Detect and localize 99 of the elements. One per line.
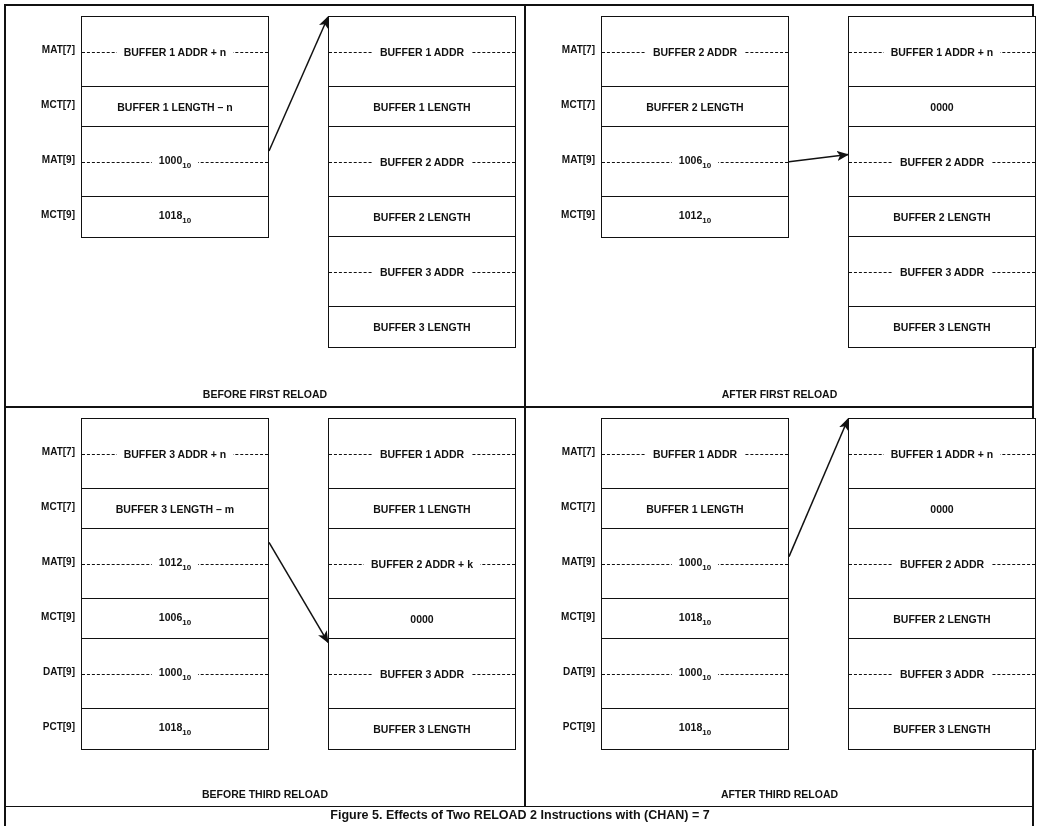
memory-cell bbox=[601, 528, 789, 600]
memory-cell bbox=[601, 418, 789, 490]
state-panel bbox=[525, 407, 1034, 807]
memory-cell bbox=[81, 638, 269, 710]
state-panel bbox=[5, 5, 525, 407]
cell-value: BUFFER 3 ADDR bbox=[892, 265, 992, 278]
memory-cell bbox=[848, 16, 1036, 88]
cell-value: BUFFER 1 ADDR bbox=[645, 447, 745, 460]
memory-cell bbox=[81, 418, 269, 490]
cell-value: BUFFER 3 ADDR bbox=[372, 667, 472, 680]
memory-cell bbox=[81, 598, 269, 640]
register-label: MAT[9] bbox=[40, 154, 75, 165]
memory-cell bbox=[848, 306, 1036, 348]
register-label: MCT[7] bbox=[560, 501, 595, 512]
cell-value: 1000$_{10}$ bbox=[151, 665, 199, 682]
memory-cell bbox=[81, 86, 269, 128]
memory-cell bbox=[328, 418, 516, 490]
register-label: MAT[7] bbox=[40, 446, 75, 457]
memory-cell bbox=[328, 708, 516, 750]
cell-value: BUFFER 2 ADDR + k bbox=[364, 557, 480, 570]
cell-value: BUFFER 2 ADDR bbox=[892, 557, 992, 570]
memory-cell bbox=[81, 708, 269, 750]
register-label: MAT[9] bbox=[560, 556, 595, 567]
memory-cell bbox=[601, 708, 789, 750]
register-label: MCT[7] bbox=[560, 99, 595, 110]
memory-cell bbox=[601, 638, 789, 710]
register-label: MCT[9] bbox=[40, 611, 75, 622]
cell-value: 1006$_{10}$ bbox=[671, 153, 719, 170]
cell-value: BUFFER 3 ADDR bbox=[372, 265, 472, 278]
memory-cell bbox=[848, 488, 1036, 530]
memory-cell bbox=[848, 638, 1036, 710]
memory-cell bbox=[81, 528, 269, 600]
cell-value: BUFFER 3 ADDR bbox=[892, 667, 992, 680]
cell-value: BUFFER 1 ADDR + n bbox=[883, 45, 1001, 58]
memory-cell bbox=[328, 126, 516, 198]
panel-caption: BEFORE FIRST RELOAD bbox=[202, 388, 328, 400]
memory-cell bbox=[848, 86, 1036, 128]
cell-value: BUFFER 1 ADDR + n bbox=[116, 45, 234, 58]
cell-value: BUFFER 2 ADDR bbox=[645, 45, 745, 58]
memory-cell bbox=[601, 598, 789, 640]
register-label: MAT[7] bbox=[560, 446, 595, 457]
memory-cell bbox=[328, 16, 516, 88]
state-panel bbox=[525, 5, 1034, 407]
cell-value: BUFFER 1 ADDR bbox=[372, 45, 472, 58]
cell-value: BUFFER 2 ADDR bbox=[892, 155, 992, 168]
memory-cell bbox=[81, 196, 269, 238]
register-label: MCT[7] bbox=[40, 99, 75, 110]
memory-cell bbox=[848, 418, 1036, 490]
cell-value: 1000$_{10}$ bbox=[151, 153, 199, 170]
register-label: MCT[7] bbox=[40, 501, 75, 512]
memory-cell bbox=[81, 16, 269, 88]
memory-cell bbox=[328, 196, 516, 238]
cell-value: BUFFER 2 ADDR bbox=[372, 155, 472, 168]
arrow bbox=[268, 541, 329, 644]
memory-cell bbox=[848, 236, 1036, 308]
register-label: MCT[9] bbox=[560, 611, 595, 622]
cell-value: BUFFER 1 ADDR bbox=[372, 447, 472, 460]
cell-value: BUFFER 3 ADDR + n bbox=[116, 447, 234, 460]
state-panel bbox=[5, 407, 525, 807]
panel-caption: AFTER THIRD RELOAD bbox=[720, 788, 839, 800]
memory-cell bbox=[81, 126, 269, 198]
cell-value: 1012$_{10}$ bbox=[151, 555, 199, 572]
arrow bbox=[268, 16, 329, 152]
arrow bbox=[788, 418, 849, 558]
memory-cell bbox=[601, 86, 789, 128]
register-label: PCT[9] bbox=[41, 721, 75, 732]
panel-caption: AFTER FIRST RELOAD bbox=[721, 388, 838, 400]
register-label: MCT[9] bbox=[560, 209, 595, 220]
memory-cell bbox=[848, 708, 1036, 750]
register-label: MAT[9] bbox=[40, 556, 75, 567]
memory-cell bbox=[601, 126, 789, 198]
register-label: PCT[9] bbox=[561, 721, 595, 732]
memory-cell bbox=[328, 528, 516, 600]
register-label: DAT[9] bbox=[561, 666, 595, 677]
cell-value: 1000$_{10}$ bbox=[671, 665, 719, 682]
memory-cell bbox=[328, 86, 516, 128]
memory-cell bbox=[328, 236, 516, 308]
panel-caption: BEFORE THIRD RELOAD bbox=[202, 788, 328, 800]
cell-value: 1000$_{10}$ bbox=[671, 555, 719, 572]
memory-cell bbox=[848, 126, 1036, 198]
register-label: MAT[9] bbox=[560, 154, 595, 165]
memory-cell bbox=[81, 488, 269, 530]
memory-cell bbox=[601, 488, 789, 530]
memory-cell bbox=[601, 196, 789, 238]
memory-cell bbox=[328, 598, 516, 640]
memory-cell bbox=[328, 488, 516, 530]
memory-cell bbox=[328, 306, 516, 348]
register-label: DAT[9] bbox=[41, 666, 75, 677]
figure-caption: Figure 5. Effects of Two RELOAD 2 Instructions with (CHAN) = 7 bbox=[330, 808, 710, 822]
register-label: MCT[9] bbox=[40, 209, 75, 220]
memory-cell bbox=[848, 598, 1036, 640]
memory-cell bbox=[328, 638, 516, 710]
memory-cell bbox=[848, 528, 1036, 600]
memory-cell bbox=[601, 16, 789, 88]
register-label: MAT[7] bbox=[560, 44, 595, 55]
arrow bbox=[788, 150, 849, 163]
register-label: MAT[7] bbox=[40, 44, 75, 55]
memory-cell bbox=[848, 196, 1036, 238]
cell-value: BUFFER 1 ADDR + n bbox=[883, 447, 1001, 460]
